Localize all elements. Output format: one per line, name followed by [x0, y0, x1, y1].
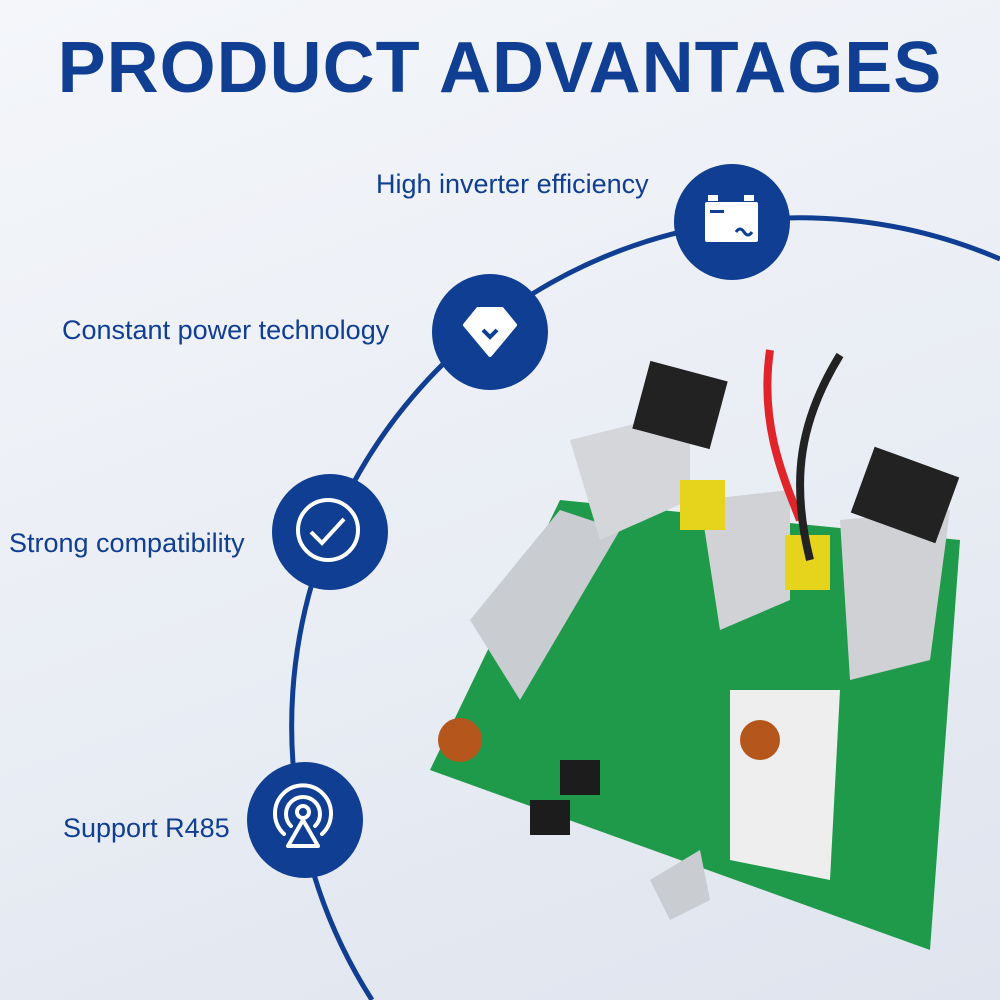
feature-label-3: Strong compatibility: [9, 528, 245, 558]
feature-label-4: Support R485: [63, 813, 230, 843]
feature-label-1: High inverter efficiency: [376, 169, 649, 199]
feature-node-3: [272, 474, 388, 590]
feature-node-2: [432, 274, 548, 390]
page-title: PRODUCT ADVANTAGES: [57, 28, 943, 108]
battery-inverter-icon: [705, 195, 758, 242]
signal-tower-icon: [273, 783, 333, 848]
check-circle-icon: [296, 498, 360, 562]
feature-node-4: [247, 762, 363, 878]
feature-label-2: Constant power technology: [62, 315, 390, 345]
feature-node-1: [674, 164, 790, 280]
diamond-icon: [463, 307, 517, 357]
inverter-pcb-image: [430, 349, 960, 950]
